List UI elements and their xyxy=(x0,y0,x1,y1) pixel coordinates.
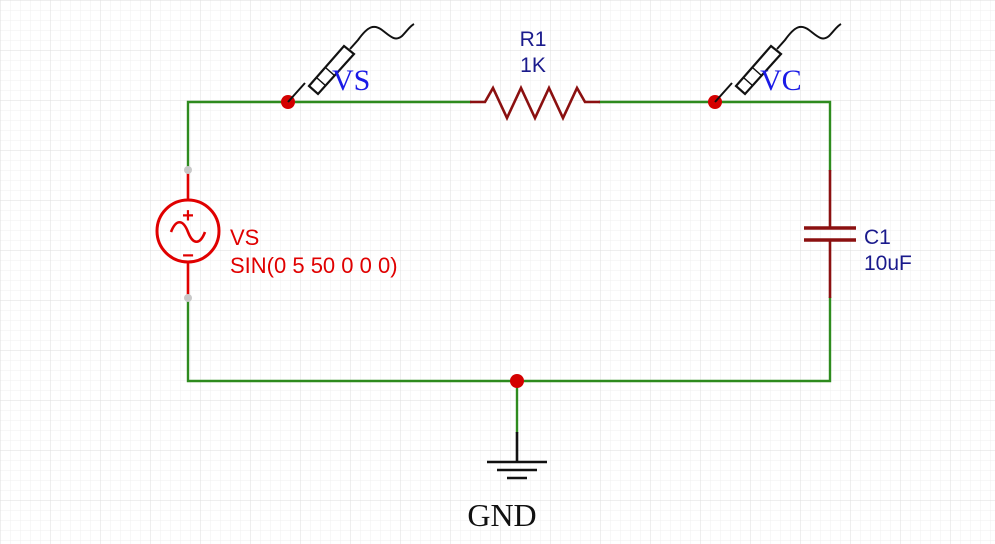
source-pin-end-bottom xyxy=(184,294,192,302)
resistor-value: 1K xyxy=(520,54,546,77)
source-plus-symbol: + xyxy=(182,205,194,227)
capacitor-designator: C1 xyxy=(864,226,891,249)
ground-label: GND xyxy=(467,497,536,533)
resistor-designator: R1 xyxy=(520,28,547,51)
capacitor-value: 10uF xyxy=(864,252,912,275)
source-pin-end-top xyxy=(184,166,192,174)
wires[interactable] xyxy=(186,100,832,434)
wire-top-right[interactable] xyxy=(598,100,832,172)
source-minus-symbol: − xyxy=(182,245,194,267)
probe-label-vs: VS xyxy=(332,64,370,97)
resistor[interactable]: R1 1K xyxy=(470,28,600,122)
voltage-probe-vs[interactable]: VS xyxy=(287,23,415,103)
capacitor[interactable]: C1 10uF xyxy=(804,170,912,298)
ground[interactable]: GND xyxy=(467,432,547,533)
junction-gnd[interactable] xyxy=(510,374,524,388)
wire-bottom[interactable] xyxy=(186,296,832,383)
sine-wave-icon xyxy=(169,220,207,244)
source-designator: VS xyxy=(230,225,259,250)
voltage-probe-vc[interactable]: VC xyxy=(714,23,842,103)
wire-top-left[interactable] xyxy=(186,100,472,172)
source-value: SIN(0 5 50 0 0 0) xyxy=(230,253,398,278)
resistor-icon xyxy=(470,84,600,122)
probe-label-vc: VC xyxy=(760,64,802,97)
voltage-probe-icon xyxy=(287,23,415,103)
voltage-probe-icon xyxy=(714,23,842,103)
ac-voltage-source[interactable]: + − VS SIN(0 5 50 0 0 0) xyxy=(155,166,398,302)
ac-voltage-source-icon xyxy=(155,198,221,264)
